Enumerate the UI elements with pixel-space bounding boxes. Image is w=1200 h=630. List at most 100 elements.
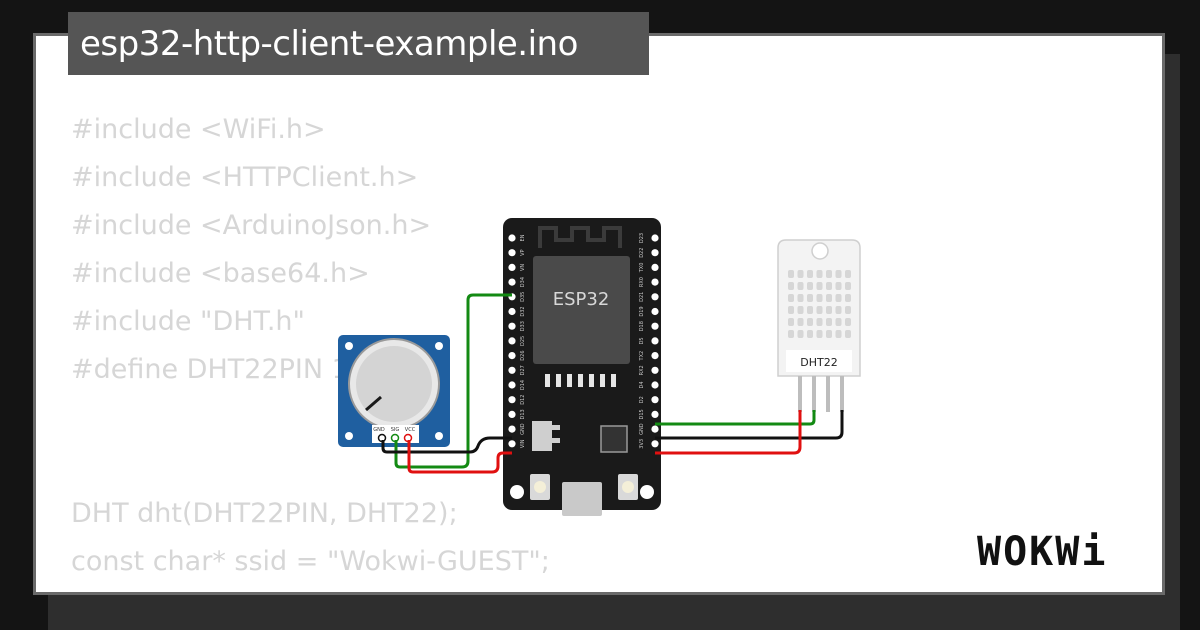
esp32-pin[interactable]	[651, 381, 659, 389]
potentiometer[interactable]: GND SIG VCC	[338, 335, 450, 447]
esp32-pin[interactable]	[651, 234, 659, 242]
dht22-grille-slot	[845, 270, 851, 278]
esp32-pin[interactable]	[508, 249, 516, 257]
esp32-pin[interactable]	[508, 234, 516, 242]
dht22-grille-slot	[845, 306, 851, 314]
pot-pin-label-gnd: GND	[373, 427, 385, 433]
esp32-pin-label: D4	[639, 381, 645, 388]
esp32-pin-label: D25	[520, 336, 526, 346]
esp32-pin-label: D21	[639, 292, 645, 302]
wires	[381, 293, 844, 474]
esp32-pin[interactable]	[651, 352, 659, 360]
esp32-pin-label: D5	[639, 337, 645, 344]
esp32-pin[interactable]	[508, 322, 516, 330]
dht22-grille-slot	[797, 294, 804, 302]
dht22-grille-slot	[788, 318, 794, 326]
esp32-pin-label: D23	[639, 233, 645, 243]
dht22-label: DHT22	[800, 356, 837, 369]
esp32-pin-label: D22	[639, 248, 645, 258]
dht22-grille-slot	[797, 282, 804, 290]
esp32-right-pin-header: D23D22TX0RX0D21D19D18D5TX2RX2D4D2D15GND3…	[639, 233, 659, 449]
dht22-grille-slot	[797, 270, 804, 278]
esp32-pin-label: D34	[520, 277, 526, 287]
pot-pin-label-sig: SIG	[391, 427, 400, 433]
wire-green-pot-sig	[394, 293, 512, 469]
wire-green-dht-data	[655, 410, 816, 426]
esp32-pin[interactable]	[508, 410, 516, 418]
dht22-grille-slot	[797, 318, 804, 326]
esp32-pin[interactable]	[651, 293, 659, 301]
wire-red-pot-vcc	[407, 440, 512, 474]
esp32-pin[interactable]	[508, 337, 516, 345]
esp32-pin[interactable]	[651, 307, 659, 316]
esp32-pin-label: D33	[520, 321, 526, 331]
dht22-grille-slot	[845, 282, 851, 290]
esp32-pin[interactable]	[651, 278, 659, 286]
esp32-pin[interactable]	[508, 366, 516, 374]
esp32-pin[interactable]	[508, 278, 516, 286]
esp32-pin[interactable]	[508, 307, 516, 316]
esp32-pin[interactable]	[508, 396, 516, 404]
dht22-grille-slot	[835, 282, 842, 290]
dht22-grille-slot	[835, 270, 842, 278]
esp32-pin-label: D32	[520, 306, 526, 316]
dht22-sensor[interactable]: DHT22	[777, 239, 861, 412]
esp32-pin-label: D35	[520, 292, 526, 302]
dht22-grille-slot	[788, 294, 794, 302]
esp32-pin-label: D13	[520, 409, 526, 419]
esp32-pin[interactable]	[508, 263, 516, 271]
esp32-pin-label: TX2	[639, 351, 645, 362]
dht22-grille-slot	[797, 306, 804, 314]
esp32-pin-label: RX2	[639, 365, 645, 375]
dht22-grille-slot	[807, 282, 813, 290]
esp32-pin[interactable]	[651, 440, 659, 448]
voltage-regulator	[532, 421, 552, 451]
dht22-grille-slot	[826, 270, 832, 278]
dht22-grille-slot	[797, 330, 804, 338]
esp32-pin[interactable]	[651, 366, 659, 374]
esp32-board[interactable]: ESP32 ENVPVND34D35D32D33D25D26D27D14D12D…	[503, 218, 661, 516]
wire-red-dht-vcc	[655, 410, 802, 455]
esp32-pin-label: VP	[520, 249, 526, 255]
code-line: #include <WiFi.h>	[71, 114, 326, 145]
dht22-grille-slot	[845, 318, 851, 326]
dht22-grille-slot	[835, 330, 842, 338]
esp32-pin[interactable]	[651, 322, 659, 330]
dht22-grille-slot	[816, 294, 823, 302]
wire-black-pot-gnd	[381, 436, 512, 454]
esp32-pin[interactable]	[651, 410, 659, 418]
esp32-pin-label: VN	[520, 264, 526, 271]
dht22-grille-slot	[816, 330, 823, 338]
code-line: #include <ArduinoJson.h>	[71, 210, 432, 241]
esp32-pin-label: D12	[520, 395, 526, 405]
dht22-grille-slot	[788, 282, 794, 290]
esp32-pin-label: TX0	[639, 263, 645, 274]
dht22-grille-slot	[826, 330, 832, 338]
esp32-pin[interactable]	[651, 249, 659, 257]
esp32-pin-label: D14	[520, 380, 526, 390]
esp32-pin[interactable]	[651, 396, 659, 404]
esp32-pin-label: D19	[639, 306, 645, 316]
code-line: #include "DHT.h"	[71, 306, 305, 337]
dht22-grille-slot	[816, 282, 823, 290]
pot-pin-label-vcc: VCC	[405, 427, 416, 433]
esp32-chip-label: ESP32	[553, 289, 610, 310]
code-line: #include <base64.h>	[71, 258, 370, 289]
project-title-box: esp32-http-client-example.ino	[68, 12, 649, 75]
esp32-module	[533, 256, 630, 364]
esp32-pin-label: D27	[520, 365, 526, 375]
dht22-grille	[788, 270, 851, 338]
esp32-pin[interactable]	[508, 381, 516, 389]
esp32-pin[interactable]	[651, 263, 659, 271]
esp32-pin[interactable]	[651, 337, 659, 345]
esp32-pin[interactable]	[508, 352, 516, 360]
esp32-pin-label: EN	[520, 234, 526, 241]
esp32-pin[interactable]	[508, 440, 516, 448]
dht22-grille-slot	[816, 270, 823, 278]
esp32-pin[interactable]	[508, 425, 516, 433]
esp32-pin-label: D2	[639, 396, 645, 403]
esp32-pin-label: D15	[639, 409, 645, 419]
esp32-pin[interactable]	[651, 425, 659, 433]
code-line: const char* ssid = "Wokwi-GUEST";	[71, 546, 550, 577]
